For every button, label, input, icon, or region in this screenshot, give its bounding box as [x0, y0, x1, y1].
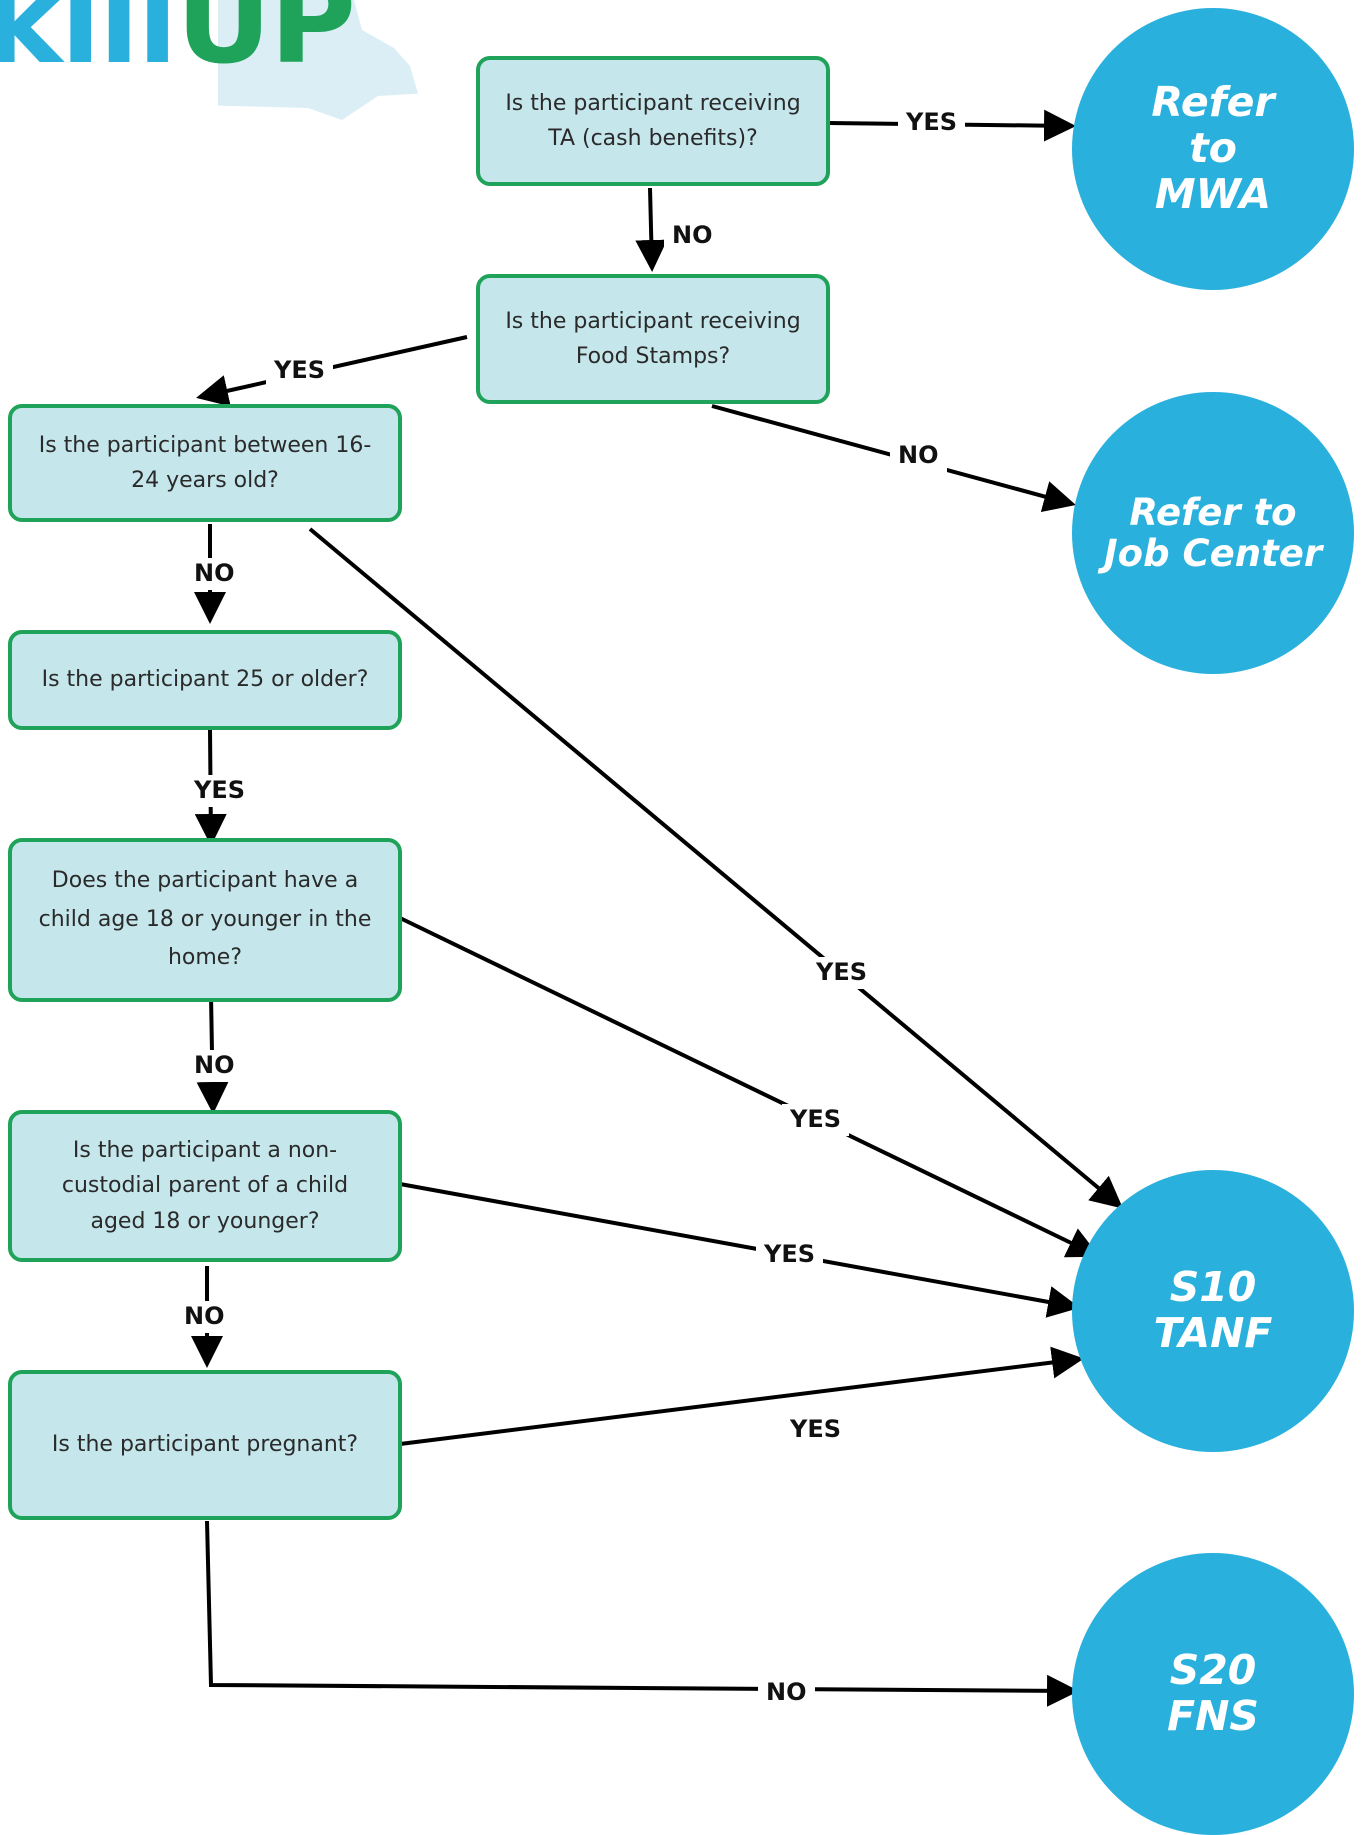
question-child-home-text: Does the participant have a child age 18… [38, 868, 372, 971]
label-preg-no: NO [758, 1677, 815, 1709]
question-pregnant: Is the participant pregnant? [8, 1370, 402, 1520]
label-preg-yes: YES [782, 1414, 850, 1446]
edge-preg-no [205, 1520, 1079, 1707]
question-child-home: Does the participant have a child age 18… [8, 838, 402, 1002]
outcome-refer-mwa: Refer to MWA [1072, 8, 1354, 290]
label-age1624-yes: YES [808, 957, 876, 989]
edge-child-yes [399, 916, 1100, 1258]
question-noncustodial: Is the participant a non-custodial paren… [8, 1110, 402, 1262]
label-fs-yes: YES [266, 355, 334, 387]
outcome-s20-fns-text: S20 FNS [1167, 1646, 1259, 1740]
edge-noncust-yes [399, 1182, 1080, 1318]
question-age-16-24-text: Is the participant between 16-24 years o… [38, 432, 372, 493]
edge-age1624-yes [308, 527, 1124, 1209]
question-food-stamps-text: Is the participant receiving Food Stamps… [505, 308, 801, 369]
edge-fs-yes [196, 335, 468, 407]
question-age-25-older: Is the participant 25 or older? [8, 630, 402, 730]
logo-text-up: UP [175, 0, 356, 90]
outcome-s20-fns: S20 FNS [1072, 1553, 1354, 1835]
logo-wordmark: killUP [0, 0, 356, 90]
question-noncustodial-text: Is the participant a non-custodial paren… [61, 1138, 349, 1234]
label-age25-yes: YES [186, 775, 254, 807]
question-ta-text: Is the participant receiving TA (cash be… [505, 90, 801, 151]
label-age1624-no: NO [186, 558, 243, 590]
question-pregnant-text: Is the participant pregnant? [51, 1432, 359, 1458]
question-ta: Is the participant receiving TA (cash be… [476, 56, 830, 186]
outcome-s10-tanf: S10 TANF [1072, 1170, 1354, 1452]
outcome-refer-mwa-text: Refer to MWA [1151, 78, 1275, 218]
label-child-no: NO [186, 1050, 243, 1082]
edge-preg-yes [399, 1346, 1084, 1446]
killup-logo: killUP [0, 0, 420, 125]
label-noncust-no: NO [176, 1301, 233, 1333]
label-fs-no: NO [890, 440, 947, 472]
label-noncust-yes: YES [756, 1239, 824, 1271]
outcome-refer-job-center: Refer to Job Center [1072, 392, 1354, 674]
logo-text-kill: kill [0, 0, 178, 90]
outcome-refer-job-center-text: Refer to Job Center [1103, 490, 1323, 575]
label-child-yes: YES [782, 1104, 850, 1136]
question-age-25-older-text: Is the participant 25 or older? [41, 667, 369, 693]
outcome-s10-tanf-text: S10 TANF [1153, 1263, 1273, 1357]
question-food-stamps: Is the participant receiving Food Stamps… [476, 274, 830, 404]
label-ta-no: NO [664, 220, 721, 252]
label-ta-yes: YES [898, 107, 966, 139]
edge-ta-no [635, 187, 668, 272]
question-age-16-24: Is the participant between 16-24 years o… [8, 404, 402, 522]
